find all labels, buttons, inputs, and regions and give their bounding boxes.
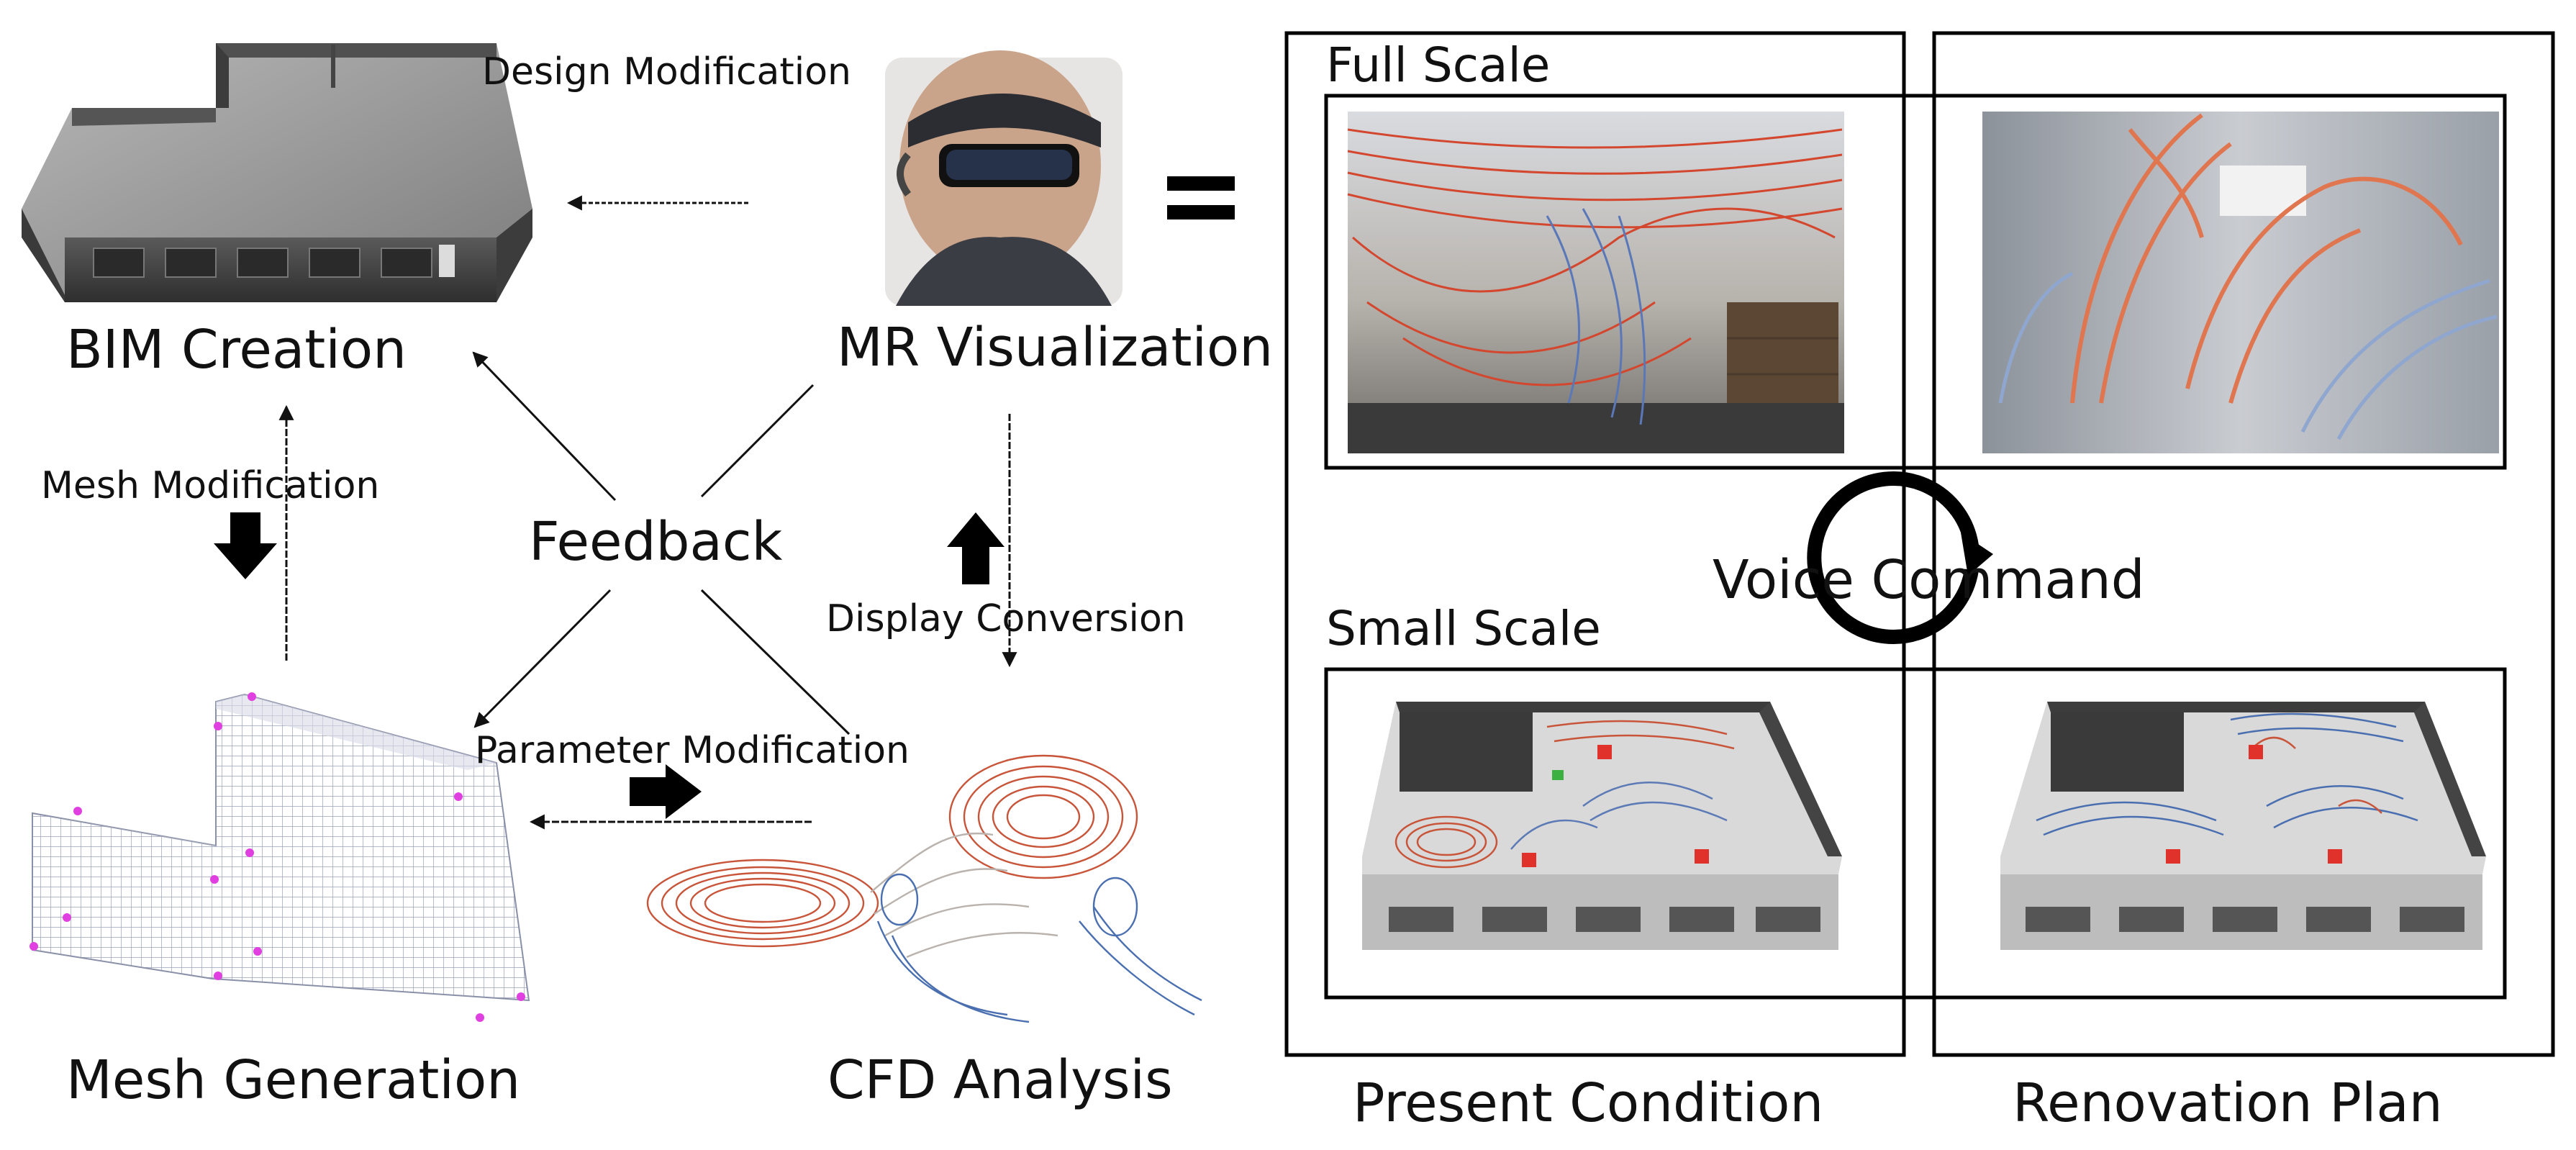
small-scale-renovation-model [2000,702,2486,950]
feedback-arrows [278,195,1017,830]
renovation-plan-label: Renovation Plan [2013,1072,2443,1134]
present-condition-label: Present Condition [1353,1072,1824,1134]
right-arrow-icon [630,764,702,819]
design-modification-label: Design Modification [482,50,852,94]
cycle-arrow-icon [1807,471,1993,644]
small-scale-label: Small Scale [1326,601,1601,656]
down-arrow-icon [214,512,277,579]
feedback-to-bim-arrow [472,351,617,502]
right-panel-frames [1284,31,2555,1057]
renovation-plan-frame [1932,31,2555,1057]
display-conversion-label: Display Conversion [826,597,1186,640]
small-scale-present-model [1362,702,1842,950]
full-scale-frame [1324,94,2507,470]
voice-command-label: Voice Command [1713,549,2145,611]
mesh-model-image [30,692,530,1022]
feedback-label: Feedback [529,511,783,573]
full-scale-label: Full Scale [1326,37,1551,93]
mesh-generation-label: Mesh Generation [66,1049,521,1111]
feedback-to-mesh-arrow [473,589,612,728]
cfd-analysis-label: CFD Analysis [827,1049,1173,1111]
full-scale-present-photo [1347,112,1844,453]
up-arrow-icon [947,512,1004,584]
mr-diag-line [700,384,815,498]
present-condition-frame [1284,31,1906,1057]
cfd-streamlines-image [646,754,1202,1023]
bim-model-image [22,43,532,302]
full-scale-renovation-photo [1982,112,2499,453]
equals-sign-icon [1167,176,1235,219]
mr-visualization-label: MR Visualization [837,317,1274,379]
parameter-modification-label: Parameter Modification [475,729,910,772]
mr-headset-photo [885,50,1123,306]
bim-creation-label: BIM Creation [66,319,407,381]
mesh-modification-label: Mesh Modification [41,464,380,507]
cfd-diag-line [700,589,851,735]
small-scale-frame [1324,667,2507,1000]
